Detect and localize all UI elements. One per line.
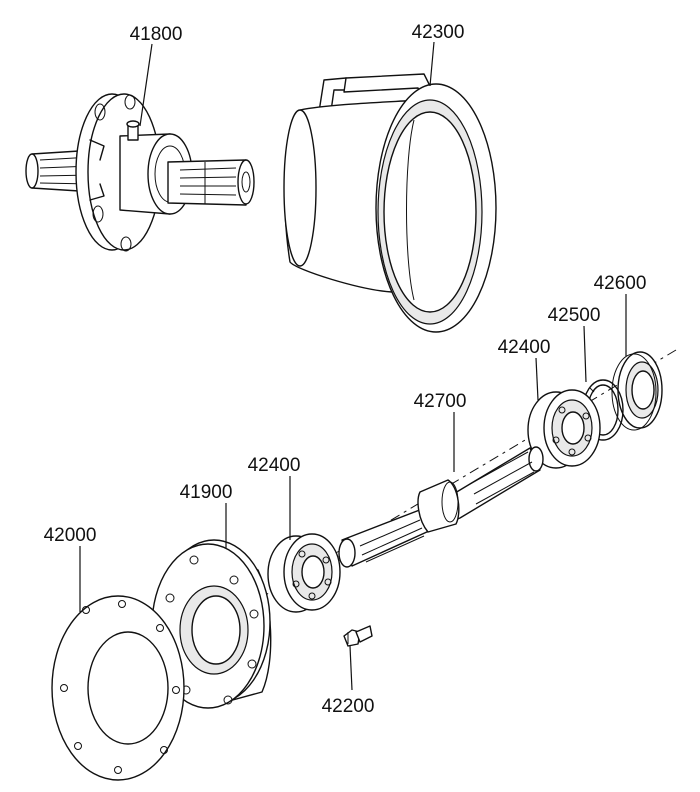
hex-bolt — [343, 625, 373, 647]
part-label-42400-lower: 42400 — [248, 455, 301, 476]
ball-bearing-upper — [527, 389, 601, 469]
part-label-42600: 42600 — [594, 273, 647, 294]
spline-shaft — [338, 446, 544, 568]
part-label-41800: 41800 — [130, 24, 183, 45]
part-label-41900: 41900 — [180, 482, 233, 503]
part-label-42700: 42700 — [414, 391, 467, 412]
part-label-42000: 42000 — [44, 525, 97, 546]
guard-bell — [283, 73, 497, 333]
part-label-42300: 42300 — [412, 22, 465, 43]
oil-seal — [611, 351, 663, 431]
bearing-housing-flange — [151, 539, 272, 709]
part-label-42200: 42200 — [322, 696, 375, 717]
gearbox-hub-assembly — [25, 93, 255, 252]
part-label-42400-upper: 42400 — [498, 337, 551, 358]
part-label-42500: 42500 — [548, 305, 601, 326]
ball-bearing-lower — [267, 533, 341, 613]
flange-gasket — [51, 595, 185, 781]
